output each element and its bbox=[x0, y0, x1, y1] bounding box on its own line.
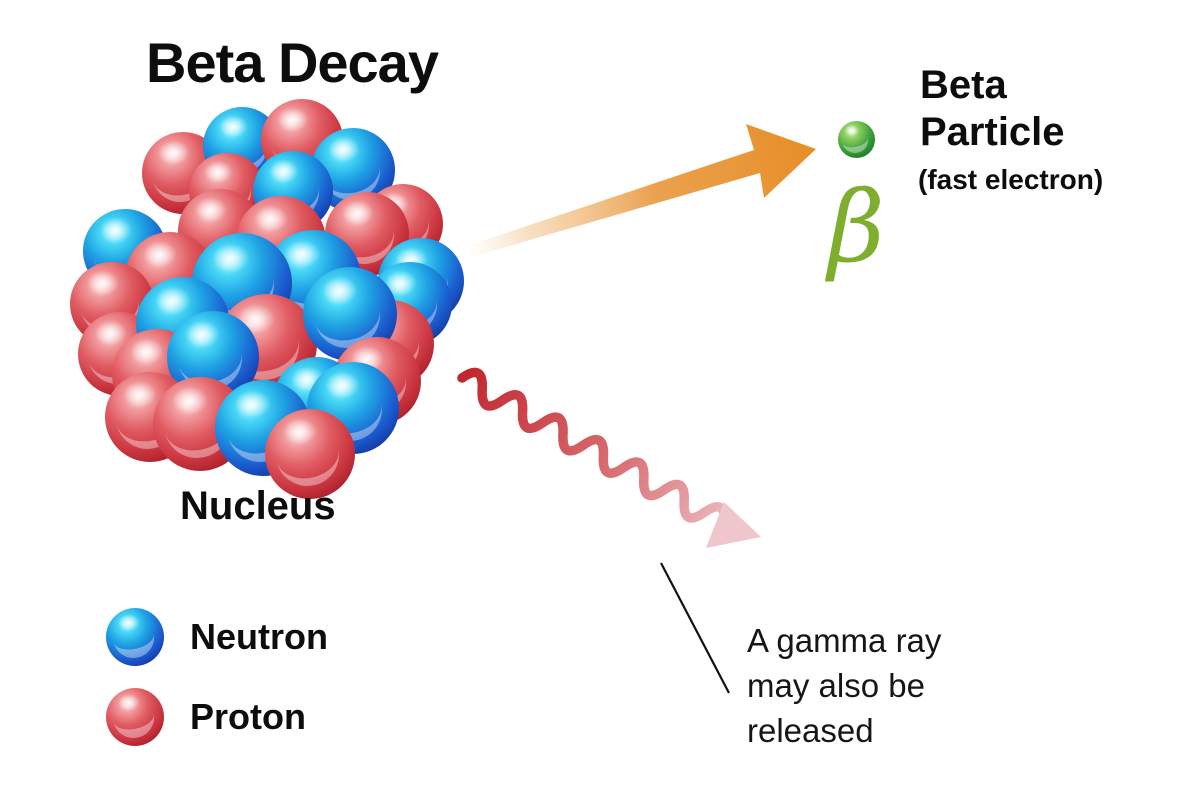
neutron-sphere-icon bbox=[378, 238, 464, 324]
proton-sphere-icon bbox=[142, 132, 224, 214]
proton-sphere-icon bbox=[333, 337, 421, 425]
neutron-sphere-icon bbox=[215, 380, 311, 476]
gamma-note-line3: released bbox=[747, 712, 874, 749]
proton-sphere-icon bbox=[125, 232, 215, 322]
neutron-sphere-icon bbox=[167, 311, 259, 403]
proton-sphere-icon bbox=[325, 192, 409, 276]
gamma-ray-arrowhead-icon bbox=[706, 502, 761, 548]
proton-sphere-icon bbox=[189, 153, 265, 229]
beta-particle-label: Beta Particle bbox=[920, 62, 1065, 156]
beta-particle-label-line2: Particle bbox=[920, 110, 1065, 154]
beta-symbol: β bbox=[828, 171, 885, 285]
proton-sphere-icon bbox=[346, 300, 434, 388]
gamma-note: A gamma ray may also be released bbox=[747, 618, 941, 753]
beta-particle-label-line1: Beta bbox=[920, 63, 1007, 107]
proton-sphere-icon bbox=[261, 99, 343, 181]
legend-item-neutron: Neutron bbox=[106, 608, 328, 666]
neutron-sphere-icon bbox=[273, 357, 361, 445]
proton-sphere-icon bbox=[363, 184, 443, 264]
gamma-note-line2: may also be bbox=[747, 667, 925, 704]
neutron-sphere-icon bbox=[106, 608, 164, 666]
neutron-sphere-icon bbox=[136, 277, 230, 371]
proton-sphere-icon bbox=[178, 189, 262, 273]
beta-particle-sphere-icon bbox=[838, 121, 875, 158]
proton-sphere-icon bbox=[153, 377, 247, 471]
legend-item-proton: Proton bbox=[106, 688, 328, 746]
beta-emission-arrow-icon bbox=[464, 124, 816, 258]
neutron-sphere-icon bbox=[192, 233, 292, 333]
legend: Neutron Proton bbox=[106, 608, 328, 768]
proton-sphere-icon bbox=[78, 312, 162, 396]
gamma-note-line1: A gamma ray bbox=[747, 622, 942, 659]
neutron-sphere-icon bbox=[253, 151, 333, 231]
gamma-ray-wave-icon bbox=[457, 367, 730, 529]
proton-sphere-icon bbox=[106, 688, 164, 746]
neutron-sphere-icon bbox=[307, 362, 399, 454]
neutron-sphere-icon bbox=[368, 262, 452, 346]
page-title: Beta Decay bbox=[146, 31, 439, 94]
proton-sphere-icon bbox=[105, 372, 195, 462]
proton-sphere-icon bbox=[236, 196, 326, 286]
beta-particle-sublabel: (fast electron) bbox=[918, 164, 1104, 195]
proton-sphere-icon bbox=[112, 329, 202, 419]
neutron-sphere-icon bbox=[265, 230, 361, 326]
neutron-label: Neutron bbox=[190, 616, 328, 657]
proton-sphere-icon bbox=[70, 262, 154, 346]
gamma-note-pointer-line bbox=[660, 562, 730, 694]
neutron-sphere-icon bbox=[311, 128, 395, 212]
proton-sphere-icon bbox=[217, 294, 317, 394]
proton-label: Proton bbox=[190, 696, 306, 737]
neutron-sphere-icon bbox=[303, 267, 397, 361]
neutron-sphere-icon bbox=[203, 107, 281, 185]
nucleus-label: Nucleus bbox=[180, 484, 336, 528]
neutron-sphere-icon bbox=[83, 209, 167, 293]
